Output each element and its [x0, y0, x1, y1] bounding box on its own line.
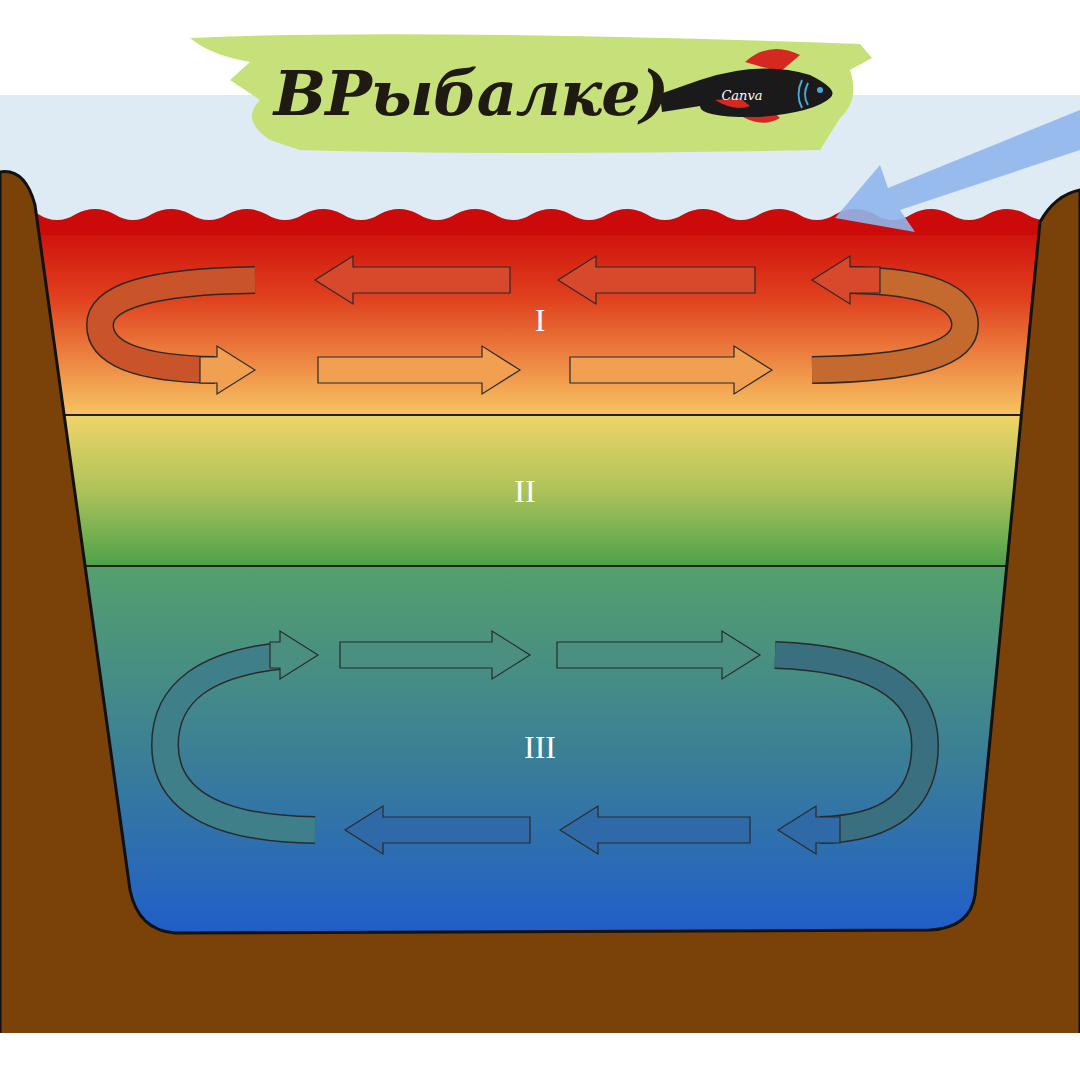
flow-arrow	[557, 631, 760, 679]
water-layer: I	[40, 225, 1040, 415]
layer-number: III	[524, 731, 556, 763]
logo-watermark: ВРыбалке)	[274, 57, 668, 130]
flow-ribbon	[775, 655, 925, 830]
flow-arrow	[778, 806, 840, 854]
flow-arrow	[558, 256, 755, 304]
flow-arrow	[812, 256, 880, 304]
flow-arrow	[570, 346, 772, 394]
layer-number: II	[514, 475, 535, 507]
flow-ribbon	[165, 655, 315, 830]
flow-ribbon	[775, 655, 925, 830]
layer-number: I	[535, 304, 546, 336]
watermark: Canva	[721, 88, 762, 103]
flow-arrow	[340, 631, 530, 679]
flow-arrow	[318, 346, 520, 394]
flow-arrow	[345, 806, 530, 854]
water-layer: III	[110, 567, 970, 927]
flow-arrow	[560, 806, 750, 854]
flow-ribbon	[165, 655, 315, 830]
flow-arrow	[315, 256, 510, 304]
water-layer: II	[70, 416, 980, 565]
flow-arrow	[200, 346, 255, 394]
flow-arrow	[270, 631, 318, 679]
